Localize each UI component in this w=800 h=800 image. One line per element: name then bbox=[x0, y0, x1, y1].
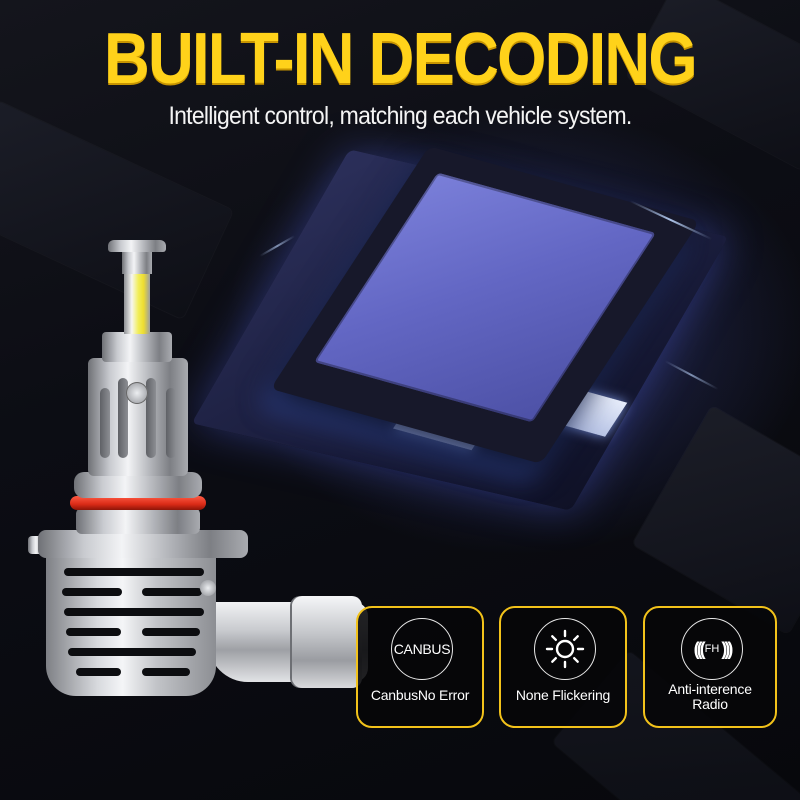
radio-signal-icon: ((( FH ))) bbox=[681, 618, 743, 680]
bulb-body bbox=[88, 358, 188, 476]
led-chip bbox=[124, 274, 150, 334]
bulb-o-ring bbox=[70, 496, 206, 510]
feature-label-line2: Radio bbox=[692, 696, 728, 712]
bulb-collar bbox=[102, 332, 172, 362]
feature-anti-interference: ((( FH ))) Anti-interence Radio bbox=[643, 606, 777, 728]
screw-icon bbox=[200, 580, 216, 596]
feature-label: CanbusNo Error bbox=[370, 687, 470, 703]
page-title: BUILT-IN DECODING bbox=[104, 19, 698, 99]
feature-label: Anti-interence Radio bbox=[645, 682, 775, 712]
glow-line bbox=[664, 360, 719, 391]
bulb-cap bbox=[108, 240, 166, 252]
feature-canbus: CANBUS CanbusNo Error bbox=[356, 606, 484, 728]
screw-icon bbox=[126, 382, 148, 404]
feature-no-flicker: None Flickering bbox=[499, 606, 627, 728]
bulb-neck bbox=[122, 250, 152, 274]
bulb-connector-plug bbox=[292, 596, 362, 688]
canbus-icon-text: CANBUS bbox=[393, 641, 451, 657]
page-subtitle: Intelligent control, matching each vehic… bbox=[168, 102, 632, 130]
feature-label-line1: Anti-interence bbox=[668, 681, 752, 697]
bulb-ring bbox=[74, 472, 202, 498]
bulb-flange bbox=[38, 530, 248, 558]
signal-wave-right-icon: ))) bbox=[721, 638, 733, 659]
bulb-ring bbox=[76, 508, 200, 534]
bulb-heatsink bbox=[46, 556, 216, 696]
sun-icon bbox=[534, 618, 596, 680]
fh-text: FH bbox=[704, 643, 720, 655]
signal-wave-left-icon: ((( bbox=[693, 638, 706, 659]
feature-label: None Flickering bbox=[515, 687, 611, 703]
canbus-icon: CANBUS bbox=[391, 618, 453, 680]
feature-list: CANBUS CanbusNo Error None Flickering ((… bbox=[356, 606, 778, 732]
bg-tile bbox=[632, 405, 800, 635]
led-bulb-image bbox=[28, 240, 368, 780]
